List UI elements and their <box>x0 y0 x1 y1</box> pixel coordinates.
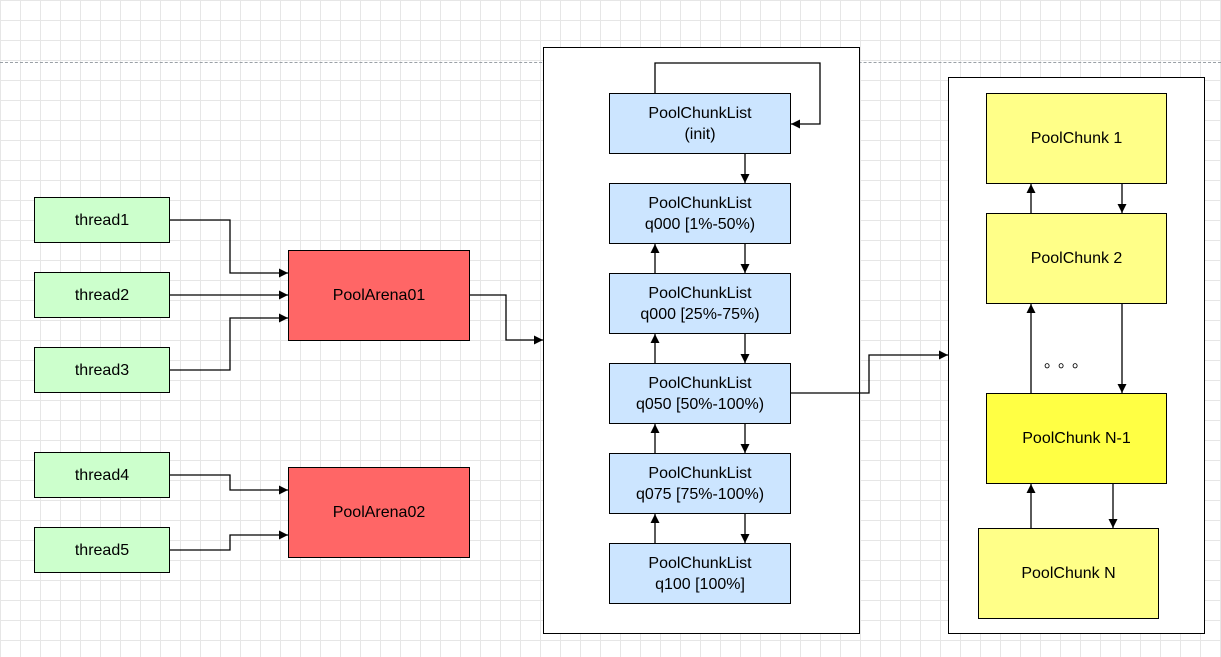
edge-thread4-arena02 <box>170 474 288 495</box>
chunklist-label: PoolChunkList (init) <box>648 104 752 143</box>
chunk-node-n-minus-1[interactable]: PoolChunk N-1 <box>986 393 1167 484</box>
thread-label: thread4 <box>74 466 130 484</box>
thread-node-3[interactable]: thread3 <box>34 347 170 393</box>
thread-node-2[interactable]: thread2 <box>34 272 170 318</box>
chunklist-q075[interactable]: PoolChunkList q075 [75%-100%) <box>609 453 791 514</box>
thread-label: thread2 <box>74 286 130 304</box>
thread-label: thread3 <box>74 361 130 379</box>
chunk-label: PoolChunk 1 <box>1030 130 1123 147</box>
chunklist-label: PoolChunkList q075 [75%-100%) <box>635 464 765 503</box>
chunk-node-2[interactable]: PoolChunk 2 <box>986 213 1167 304</box>
chunk-node-1[interactable]: PoolChunk 1 <box>986 93 1167 184</box>
thread-node-5[interactable]: thread5 <box>34 527 170 573</box>
thread-label: thread1 <box>74 211 130 229</box>
chunk-label: PoolChunk N-1 <box>1022 430 1131 447</box>
thread-label: thread5 <box>74 541 130 559</box>
arena-node-02[interactable]: PoolArena02 <box>288 467 470 558</box>
edge-init-selfloop <box>654 62 821 129</box>
edge-thread1-arena01 <box>170 219 288 278</box>
chunklist-q050[interactable]: PoolChunkList q050 [50%-100%) <box>609 363 791 424</box>
chunklist-label: PoolChunkList q000 [25%-75%) <box>640 284 760 323</box>
chunklist-q000-1-50[interactable]: PoolChunkList q000 [1%-50%) <box>609 183 791 244</box>
arena-label: PoolArena02 <box>332 504 426 521</box>
edge-thread3-arena01 <box>170 313 288 371</box>
chunklist-label: PoolChunkList q000 [1%-50%) <box>644 194 756 233</box>
ellipsis-text: 。。。 <box>1044 354 1095 371</box>
arena-label: PoolArena01 <box>332 287 426 304</box>
chunklist-label: PoolChunkList q050 [50%-100%) <box>635 374 765 413</box>
chunklist-q100[interactable]: PoolChunkList q100 [100%] <box>609 543 791 604</box>
chunk-label: PoolChunk N <box>1021 565 1116 582</box>
edge-q050-chunks <box>791 350 948 394</box>
edge-arena01-chunklists <box>470 294 543 345</box>
edge-thread5-arena02 <box>170 530 288 551</box>
thread-node-1[interactable]: thread1 <box>34 197 170 243</box>
chunklist-init[interactable]: PoolChunkList (init) <box>609 93 791 154</box>
chunklist-label: PoolChunkList q100 [100%] <box>648 554 752 593</box>
chunklist-q000-25-75[interactable]: PoolChunkList q000 [25%-75%) <box>609 273 791 334</box>
arena-node-01[interactable]: PoolArena01 <box>288 250 470 341</box>
chunk-label: PoolChunk 2 <box>1030 250 1123 267</box>
thread-node-4[interactable]: thread4 <box>34 452 170 498</box>
chunk-node-n[interactable]: PoolChunk N <box>978 528 1159 619</box>
